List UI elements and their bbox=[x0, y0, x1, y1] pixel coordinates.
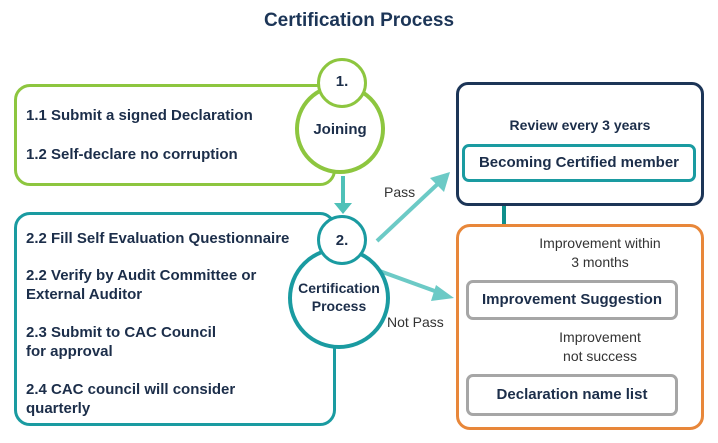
not-pass-label: Not Pass bbox=[387, 314, 444, 330]
cert-item-1: 2.2 Fill Self Evaluation Questionnaire bbox=[26, 230, 290, 247]
improvement-within-line1: Improvement within bbox=[539, 235, 661, 251]
diagram-title: Certification Process bbox=[263, 10, 455, 31]
pass-label: Pass bbox=[384, 184, 416, 200]
certification-step-number: 2. bbox=[335, 232, 349, 249]
cert-item-4-line1: 2.4 CAC council will consider bbox=[26, 381, 236, 398]
joining-step-number: 1. bbox=[335, 73, 349, 90]
cert-item-2-line1: 2.2 Verify by Audit Committee or bbox=[26, 267, 257, 284]
certification-label-line2: Process bbox=[311, 298, 367, 314]
joining-label: Joining bbox=[313, 121, 367, 138]
arrowhead-pass bbox=[430, 172, 450, 192]
cert-item-3-line1: 2.3 Submit to CAC Council bbox=[26, 324, 217, 341]
arrowhead-joining-to-cert bbox=[334, 203, 352, 214]
declaration-name-list-box bbox=[466, 374, 678, 416]
arrow-pass bbox=[375, 177, 445, 243]
certification-label-line1: Certification bbox=[298, 280, 380, 296]
joining-step-circle bbox=[317, 58, 367, 108]
review-title: Review every 3 years bbox=[509, 117, 651, 133]
joining-item-2: 1.2 Self-declare no corruption bbox=[26, 146, 238, 163]
certified-member-box bbox=[462, 144, 696, 182]
improvement-fail-line2: not success bbox=[563, 348, 637, 364]
certified-member-label: Becoming Certified member bbox=[478, 154, 680, 171]
improvement-within-line2: 3 months bbox=[571, 254, 629, 270]
cert-item-3-line2: for approval bbox=[26, 343, 113, 360]
cert-item-2-line2: External Auditor bbox=[26, 286, 143, 303]
arrow-not-pass bbox=[376, 268, 444, 296]
improvement-suggestion-box bbox=[466, 280, 678, 320]
joining-box bbox=[14, 84, 336, 186]
certification-step-circle bbox=[317, 215, 367, 265]
improvement-suggestion-label: Improvement Suggestion bbox=[481, 291, 663, 308]
improvement-fail-line1: Improvement bbox=[559, 329, 641, 345]
cert-item-4-line2: quarterly bbox=[26, 400, 91, 417]
arrowhead-not-pass bbox=[431, 285, 454, 301]
joining-item-1: 1.1 Submit a signed Declaration bbox=[26, 107, 253, 124]
declaration-name-list-label: Declaration name list bbox=[496, 386, 648, 403]
